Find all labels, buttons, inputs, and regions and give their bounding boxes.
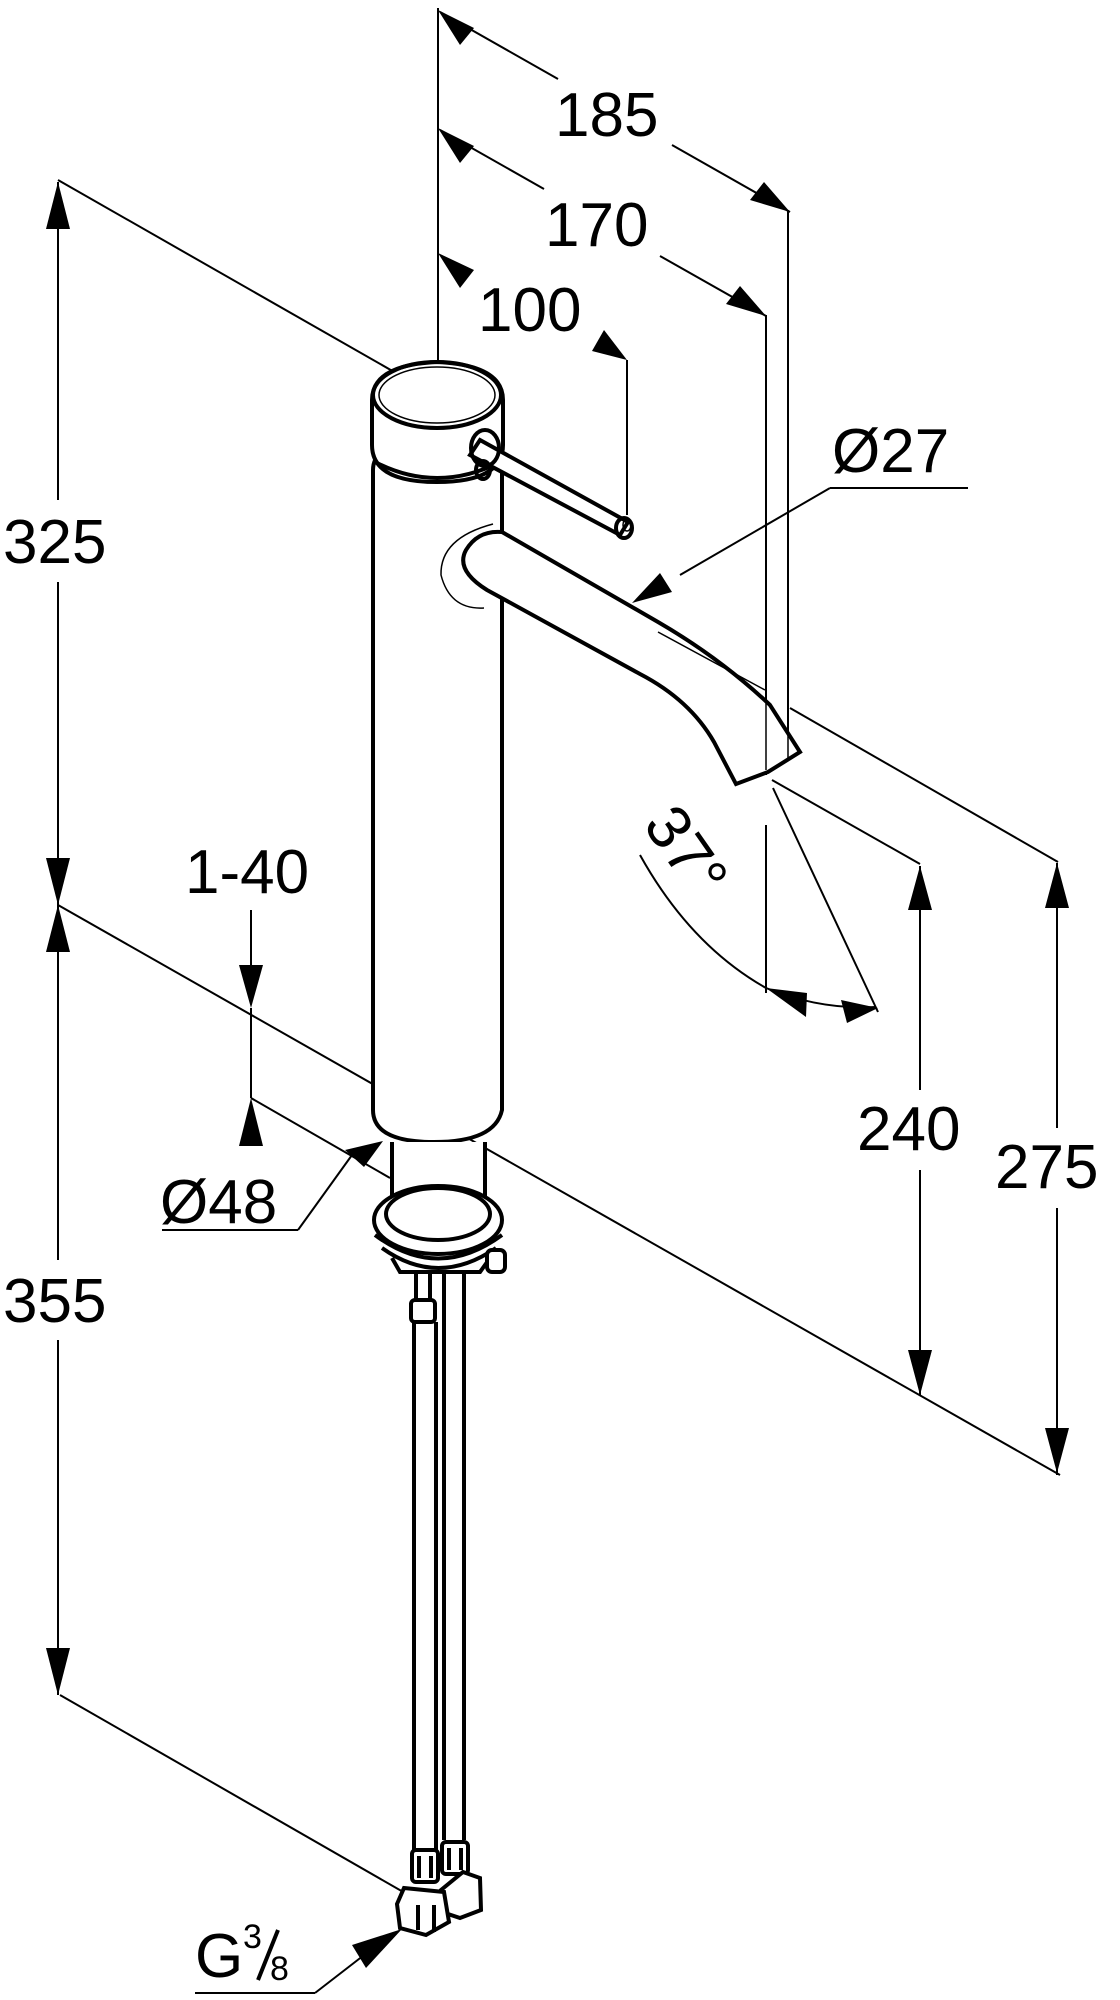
arrowhead-icon <box>750 182 790 212</box>
label-deck-thickness: 1-40 <box>185 838 309 907</box>
thread-numerator: 3 <box>243 1918 262 1956</box>
thread-denominator: 8 <box>270 1950 289 1988</box>
dimension-labels: 185 170 100 Ø27 325 37° 240 275 1-40 Ø48… <box>3 81 1098 1991</box>
label-spout-reach-outlet: 170 <box>545 191 648 260</box>
arrowhead-icon <box>46 905 70 952</box>
label-lever-reach: 100 <box>478 276 581 345</box>
label-spout-diameter: Ø27 <box>832 417 949 486</box>
label-spout-reach-total: 185 <box>555 81 658 150</box>
label-total-height: 325 <box>3 508 106 577</box>
arrowhead-icon <box>1045 1428 1069 1473</box>
arrowhead-icon <box>438 253 474 288</box>
label-hose-length: 355 <box>3 1267 106 1336</box>
arrowhead-icon <box>239 965 263 1008</box>
arrowhead-icon <box>841 1000 878 1023</box>
arrowhead-icon <box>239 1098 263 1146</box>
arrowhead-icon <box>1045 863 1069 908</box>
arrowhead-icon <box>766 988 807 1017</box>
arrowhead-icon <box>726 286 766 316</box>
label-base-diameter: Ø48 <box>160 1168 277 1237</box>
arrowhead-icon <box>46 182 70 229</box>
arrowhead-icon <box>908 866 932 910</box>
label-connection-thread: G 3 8 <box>195 1918 289 1991</box>
faucet-body <box>370 359 803 1938</box>
label-spout-top-height: 275 <box>995 1133 1098 1202</box>
thread-prefix: G <box>195 1922 243 1991</box>
arrowhead-icon <box>908 1350 932 1395</box>
arrowhead-icon <box>592 330 627 360</box>
arrowhead-icon <box>46 1648 70 1695</box>
arrowhead-icon <box>632 573 672 603</box>
label-outlet-height: 240 <box>857 1095 960 1164</box>
arrowhead-icon <box>438 10 474 45</box>
arrowhead-icon <box>345 1141 383 1167</box>
dimension-lines <box>46 8 1069 1994</box>
arrowhead-icon <box>438 128 474 163</box>
label-angle: 37° <box>631 793 741 909</box>
arrowhead-icon <box>46 858 70 905</box>
arrowhead-icon <box>352 1929 402 1968</box>
